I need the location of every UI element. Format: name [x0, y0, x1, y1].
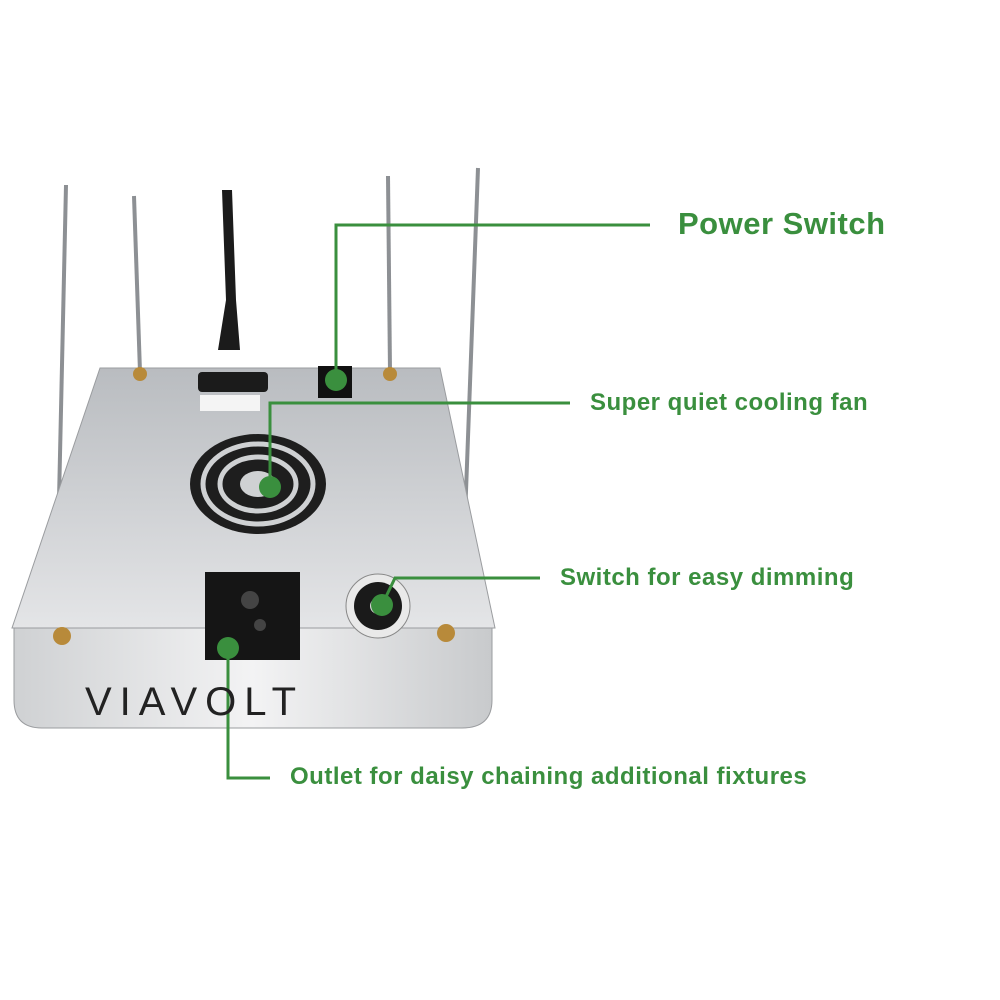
mounting-nuts — [53, 367, 455, 645]
callout-outlet: Outlet for daisy chaining additional fix… — [290, 763, 808, 790]
callout-cooling-fan: Super quiet cooling fan — [590, 389, 869, 416]
cooling-fan — [190, 434, 326, 534]
callout-dots — [217, 369, 393, 659]
hanging-cables — [56, 167, 480, 546]
power-cord — [218, 190, 240, 350]
cord-socket — [198, 372, 268, 392]
brand-logo: VIAVOLT — [85, 680, 305, 724]
fixture-front-face — [13, 624, 493, 729]
callout-dimming-switch: Switch for easy dimming — [560, 564, 855, 591]
callout-power-switch: Power Switch — [678, 206, 886, 241]
callout-lines — [226, 223, 650, 780]
daisy-chain-outlet — [205, 572, 300, 660]
rating-label-sticker — [200, 395, 260, 411]
